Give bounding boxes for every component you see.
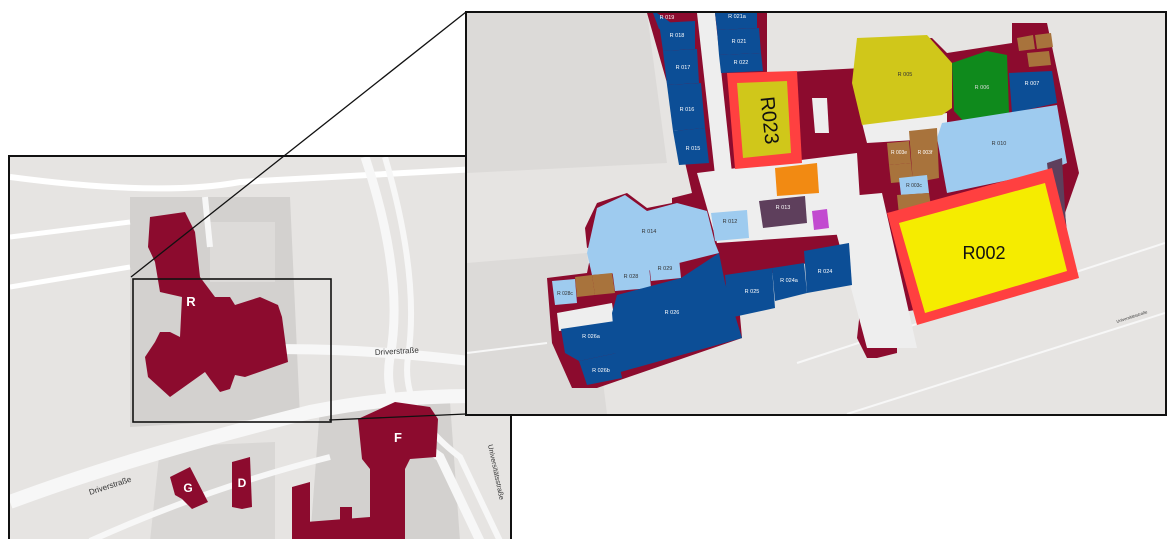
room-label: R 013	[776, 205, 791, 211]
zoom-selection-box[interactable]	[132, 278, 332, 423]
room-label: R 017	[676, 65, 691, 71]
room-r018[interactable]	[659, 21, 695, 51]
room-r013[interactable]	[759, 196, 807, 228]
road	[467, 342, 548, 354]
room-label: R 006	[975, 85, 990, 91]
room-label: R 025	[745, 289, 760, 295]
room-r003e[interactable]	[887, 141, 911, 165]
room-r025[interactable]	[725, 268, 775, 318]
room-label: R 026b	[592, 368, 610, 374]
room-label: R 028c	[557, 291, 573, 297]
room-label-r002: R002	[962, 243, 1005, 263]
room-label: R 003c	[906, 183, 922, 189]
room-r012[interactable]	[711, 210, 749, 241]
room-r026a[interactable]	[561, 321, 617, 361]
room-r010[interactable]	[937, 105, 1067, 193]
room-label: R 014	[642, 229, 657, 235]
road-driverstrasse	[10, 389, 510, 509]
corridor	[827, 193, 917, 348]
room-r024a[interactable]	[772, 263, 807, 301]
room-r029[interactable]	[649, 258, 681, 281]
room-small[interactable]	[1027, 51, 1051, 67]
room-label: R 029	[658, 266, 673, 272]
room-label: R 019	[660, 15, 675, 21]
room-r023[interactable]	[737, 81, 791, 158]
corridor	[812, 98, 829, 133]
room-label: R 026a	[582, 334, 601, 340]
room-label: R 010	[992, 141, 1007, 147]
street-label-driverstrasse: Driverstraße	[375, 346, 420, 357]
room-small[interactable]	[575, 275, 595, 297]
building-d[interactable]	[232, 457, 252, 509]
room-r003c[interactable]	[899, 175, 929, 195]
building-complex	[306, 517, 370, 539]
road	[846, 312, 1165, 414]
room-label: R 018	[670, 33, 685, 39]
floor-plan-canvas: R 019 R 018 R 017 R 016 R 015 R 021a R 0…	[467, 13, 1165, 414]
building-label-r: R	[186, 294, 196, 309]
road	[88, 454, 331, 539]
room-r005[interactable]	[852, 35, 952, 125]
room-label: R 028	[624, 274, 639, 280]
road	[10, 219, 131, 240]
room-r022[interactable]	[719, 53, 763, 73]
room-r021a[interactable]	[715, 13, 757, 30]
room-small[interactable]	[1017, 35, 1035, 51]
room-r026b[interactable]	[579, 353, 622, 385]
overview-map-canvas: R F D G Driverstraße Driverstraße Univer…	[10, 157, 510, 539]
corridor	[697, 13, 732, 175]
room-r002[interactable]	[899, 183, 1067, 313]
room-label: R 021a	[728, 14, 747, 20]
room-r028c[interactable]	[552, 279, 577, 305]
building-g[interactable]	[170, 467, 208, 509]
zoomed-floor-plan[interactable]: R 019 R 018 R 017 R 016 R 015 R 021a R 0…	[465, 11, 1167, 416]
building-label-g: G	[183, 481, 192, 495]
room-r003f[interactable]	[909, 128, 939, 183]
room-label: R 015	[686, 146, 701, 152]
room-r021[interactable]	[717, 28, 761, 55]
room-small[interactable]	[1035, 33, 1053, 49]
room-label: R 016	[680, 107, 695, 113]
room-orange[interactable]	[775, 163, 819, 196]
room-magenta[interactable]	[812, 209, 829, 230]
room-label: R 005	[898, 72, 913, 78]
room-label: R 012	[723, 219, 738, 225]
building-complex	[292, 482, 310, 539]
road	[10, 264, 131, 290]
building-label-d: D	[238, 476, 247, 490]
building-label-f: F	[394, 430, 402, 445]
room-r016[interactable]	[667, 83, 705, 131]
room-label: R 021	[732, 39, 747, 45]
room-label: R 003f	[918, 150, 933, 156]
room-r007[interactable]	[1009, 71, 1057, 113]
room-r028[interactable]	[612, 265, 651, 291]
courtyard-block	[210, 222, 275, 282]
room-r006[interactable]	[952, 51, 1009, 125]
room-label: R 026	[665, 310, 680, 316]
room-r026[interactable]	[612, 253, 742, 373]
block	[467, 13, 667, 173]
room-r024[interactable]	[804, 243, 852, 293]
building-f[interactable]	[358, 402, 438, 539]
room-r014[interactable]	[587, 195, 719, 275]
room-small[interactable]	[592, 273, 615, 295]
room-label: R 022	[734, 60, 749, 66]
building-complex	[340, 507, 352, 539]
room-r015[interactable]	[673, 128, 709, 165]
room-label-r023: R023	[756, 95, 783, 145]
room-label: R 024a	[780, 278, 799, 284]
room-label: R 024	[818, 269, 833, 275]
room-label: R 003e	[891, 150, 907, 156]
room-r017[interactable]	[663, 49, 699, 85]
room-label: R 007	[1025, 81, 1040, 87]
overview-map[interactable]: R F D G Driverstraße Driverstraße Univer…	[8, 155, 512, 539]
